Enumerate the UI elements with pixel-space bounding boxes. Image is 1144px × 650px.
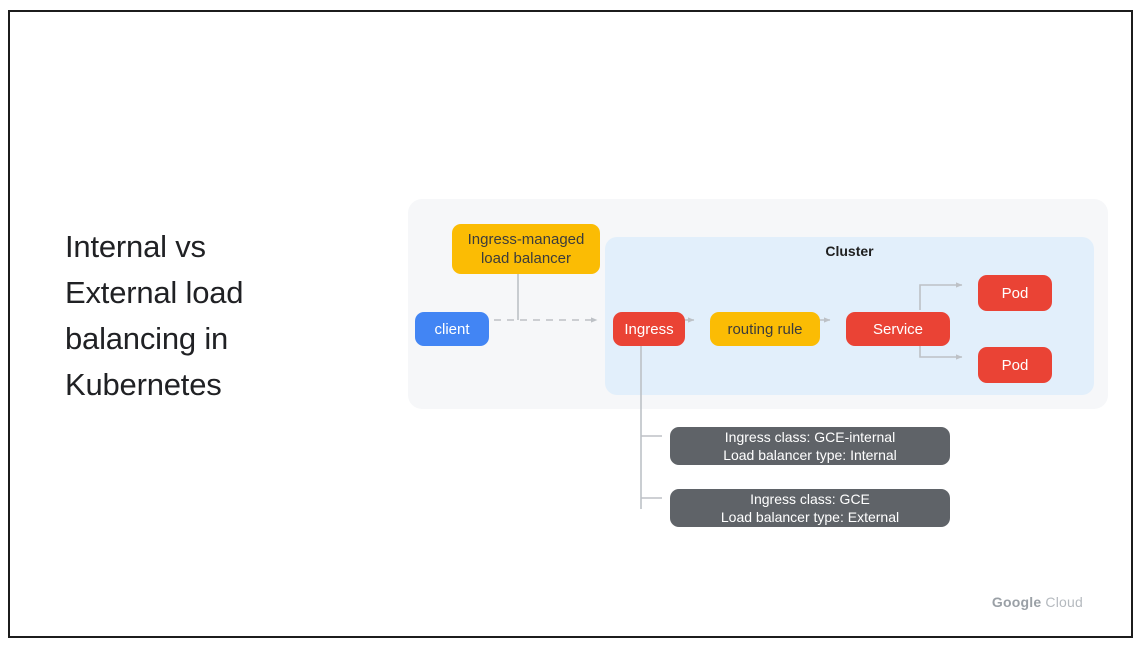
node-service-label: Service bbox=[872, 320, 924, 338]
node-pod-2-label: Pod bbox=[1001, 356, 1029, 374]
google-cloud-logo: Google Cloud bbox=[992, 594, 1083, 610]
node-client-label: client bbox=[434, 320, 470, 338]
node-pod-1-label: Pod bbox=[1001, 284, 1029, 302]
slide-frame: Internal vs External load balancing in K… bbox=[8, 10, 1133, 638]
page-title: Internal vs External load balancing in K… bbox=[65, 224, 365, 408]
title-line-4: Kubernetes bbox=[65, 367, 222, 402]
node-load-balancer-label: Ingress-managed load balancer bbox=[467, 231, 585, 267]
node-pod-2[interactable]: Pod bbox=[978, 347, 1052, 383]
annotation-external-line-2: Load balancer type: External bbox=[720, 509, 900, 525]
node-client[interactable]: client bbox=[415, 312, 489, 346]
annotation-external-line-1: Ingress class: GCE bbox=[750, 491, 870, 507]
node-routing-rule-label: routing rule bbox=[727, 320, 803, 338]
title-line-1: Internal vs bbox=[65, 229, 206, 264]
node-ingress[interactable]: Ingress bbox=[613, 312, 685, 346]
annotation-external[interactable]: Ingress class: GCE Load balancer type: E… bbox=[670, 489, 950, 527]
node-pod-1[interactable]: Pod bbox=[978, 275, 1052, 311]
cluster-label: Cluster bbox=[825, 243, 874, 259]
title-line-3: balancing in bbox=[65, 321, 229, 356]
node-routing-rule[interactable]: routing rule bbox=[710, 312, 820, 346]
node-ingress-label: Ingress bbox=[624, 320, 674, 338]
title-line-2: External load bbox=[65, 275, 244, 310]
node-load-balancer[interactable]: Ingress-managed load balancer bbox=[452, 224, 600, 274]
annotation-internal-line-1: Ingress class: GCE-internal bbox=[724, 429, 896, 445]
annotation-internal[interactable]: Ingress class: GCE-internal Load balance… bbox=[670, 427, 950, 465]
node-service[interactable]: Service bbox=[846, 312, 950, 346]
annotation-internal-line-2: Load balancer type: Internal bbox=[723, 447, 897, 463]
logo-google-word: Google bbox=[991, 594, 1042, 610]
logo-cloud-word: Cloud bbox=[1045, 594, 1083, 610]
